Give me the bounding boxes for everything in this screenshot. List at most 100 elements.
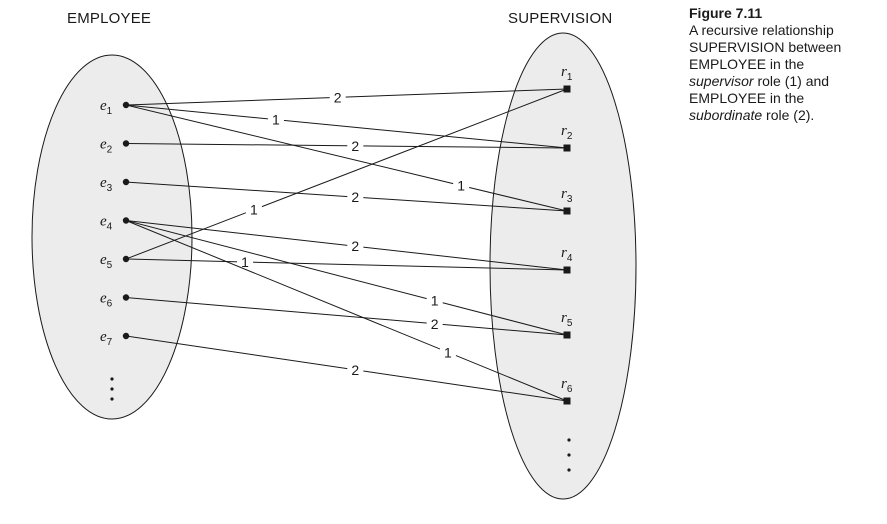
relationship-subscript: 5 [567, 318, 573, 329]
caption-line: SUPERVISION between [689, 39, 842, 55]
entity-label-e5: e5 [100, 252, 113, 271]
entity-label-e2: e2 [100, 137, 113, 156]
role-label-bg [347, 188, 364, 206]
entity-subscript: 4 [107, 222, 113, 233]
employee-set-oval [31, 54, 193, 420]
link-e3-r3 [125, 181, 568, 212]
relationship-label-r6: r6 [561, 376, 573, 395]
role-label: 2 [351, 362, 359, 378]
relationship-letter: r [561, 123, 567, 139]
entity-letter: e [100, 214, 107, 230]
entity-node-e3 [122, 178, 130, 186]
entity-letter: e [100, 252, 107, 268]
link-e5-r4 [125, 258, 568, 271]
relationship-node-r1 [563, 85, 571, 93]
ellipsis-dot [110, 387, 114, 391]
entity-letter: e [100, 137, 107, 153]
link-e1-r2 [125, 104, 568, 149]
entity-letter: e [100, 291, 107, 307]
entity-letter: e [100, 98, 107, 114]
entity-subscript: 3 [107, 183, 113, 194]
caption-line: A recursive relationship [689, 22, 834, 38]
supervision-set-oval [489, 32, 637, 500]
supervision-set-title: SUPERVISION [508, 10, 612, 27]
entity-node-e5 [122, 255, 130, 263]
role-label-bg [426, 314, 443, 332]
entity-label-e3: e3 [100, 175, 113, 194]
ellipsis-dot [110, 377, 114, 381]
employee-ellipsis [110, 377, 114, 401]
relationship-label-r4: r4 [561, 245, 573, 264]
role-label: 2 [351, 189, 359, 205]
role-label-bg [329, 88, 346, 106]
ellipsis-dot [567, 453, 571, 457]
relationship-letter: r [561, 376, 567, 392]
ellipsis-dot [110, 397, 114, 401]
entity-subscript: 7 [107, 337, 113, 348]
role-label-bg [237, 252, 254, 270]
role-label-bg [426, 291, 443, 309]
link-e1-r1 [125, 88, 568, 106]
figure-title: Figure 7.11 [689, 5, 763, 21]
relationship-subscript: 2 [567, 131, 573, 142]
caption-line: EMPLOYEE in the [689, 90, 805, 106]
employee-set-title: EMPLOYEE [67, 10, 151, 27]
relationship-node-r5 [563, 331, 571, 339]
caption-line: EMPLOYEE in the [689, 56, 805, 72]
entity-subscript: 1 [107, 106, 113, 117]
entity-node-e1 [122, 101, 130, 109]
role-label-bg [439, 343, 456, 361]
link-e5-r1 [125, 88, 568, 260]
entity-node-e4 [122, 217, 130, 224]
ellipsis-dot [567, 438, 571, 442]
relationship-label-r5: r5 [561, 310, 573, 329]
relationship-subscript: 4 [567, 253, 573, 264]
entity-node-e7 [122, 332, 130, 340]
link-e4-r6 [125, 220, 568, 402]
role-label: 1 [457, 178, 465, 194]
role-label: 2 [431, 316, 439, 332]
link-e6-r5 [125, 297, 568, 336]
ellipsis-dot [567, 468, 571, 472]
relationship-letter: r [561, 186, 567, 202]
role-label-bg [347, 237, 364, 255]
caption-line: role (1) and [753, 73, 830, 89]
role-label: 2 [351, 238, 359, 254]
entity-label-e4: e4 [100, 214, 113, 233]
relationship-subscript: 6 [567, 384, 573, 395]
entity-label-e7: e7 [100, 329, 113, 348]
entity-node-e6 [122, 294, 130, 301]
relationship-letter: r [561, 64, 567, 80]
relationship-node-r4 [563, 266, 571, 274]
entity-label-e1: e1 [100, 98, 113, 117]
relationship-node-r6 [563, 397, 571, 405]
entity-subscript: 5 [107, 260, 113, 271]
relationship-node-r2 [563, 144, 571, 152]
caption-emphasis: subordinate [689, 107, 763, 123]
caption-emphasis: supervisor [689, 73, 754, 89]
role-label: 1 [431, 293, 439, 309]
supervision-ellipsis [567, 438, 571, 472]
link-e4-r5 [125, 220, 568, 336]
role-label-bg [267, 110, 284, 128]
entity-letter: e [100, 175, 107, 191]
relationship-letter: r [561, 310, 567, 326]
relationship-label-r2: r2 [561, 123, 573, 142]
role-label-bg [245, 200, 262, 218]
entity-label-e6: e6 [100, 291, 113, 310]
role-label: 1 [241, 254, 249, 270]
role-label-bg [347, 360, 364, 378]
entity-subscript: 2 [107, 145, 113, 156]
role-label-bg [347, 136, 364, 154]
figure-caption: Figure 7.11 A recursive relationship SUP… [689, 5, 887, 124]
relationship-node-r3 [563, 207, 571, 215]
role-label: 2 [351, 138, 359, 154]
relationship-label-r1: r1 [561, 64, 573, 83]
role-label: 1 [444, 344, 452, 360]
entity-letter: e [100, 329, 107, 345]
entity-subscript: 6 [107, 299, 113, 310]
link-e4-r4 [125, 220, 568, 271]
